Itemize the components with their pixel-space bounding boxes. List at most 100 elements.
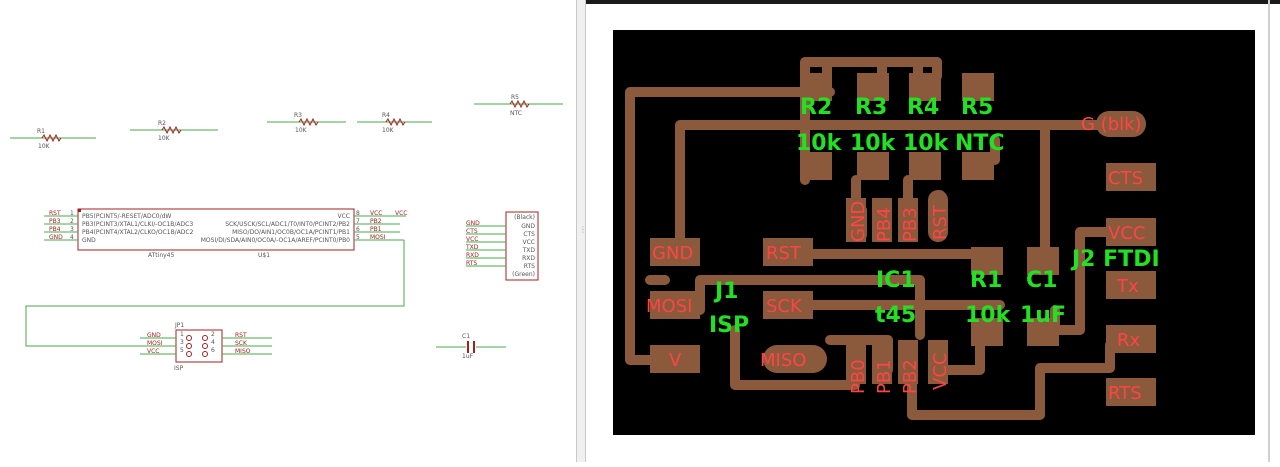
ic-pin-num: 7 bbox=[356, 218, 360, 225]
ic-pin-net: VCC bbox=[370, 210, 382, 217]
ic-pin-net: PB3 bbox=[49, 218, 61, 225]
copper-pads bbox=[650, 73, 1156, 406]
label-tx: Tx bbox=[1116, 276, 1139, 297]
ftdi-pin-label: RXD bbox=[522, 255, 535, 262]
ic-pin-net: RST bbox=[49, 210, 61, 217]
label-vcc: VCC bbox=[1108, 223, 1145, 244]
resistor-value: NTC bbox=[510, 110, 522, 117]
label-pin-pb3: PB3 bbox=[900, 207, 921, 242]
ic-pin-net: PB1 bbox=[370, 226, 382, 233]
label-isp: ISP bbox=[709, 313, 749, 338]
ic-pin-num: 2 bbox=[70, 218, 74, 225]
ic-pin-num: 6 bbox=[356, 226, 360, 233]
isp-name: ISP bbox=[174, 365, 184, 372]
board-panel[interactable]: R2 R3 R4 R5 10k 10k 10k NTC IC1 t45 R1 1… bbox=[586, 0, 1280, 462]
ic-pin-func: PB5(PCINT5/-RESET/ADC0/dW bbox=[82, 213, 171, 220]
ic-pin-num: 8 bbox=[356, 210, 360, 217]
ic-pin-num: 5 bbox=[356, 234, 360, 241]
ftdi-pin-label: GND bbox=[521, 223, 535, 230]
ftdi-header[interactable]: GND CTS VCC TXD RXD RTS (Black) GND CTS … bbox=[465, 211, 539, 281]
ftdi-pin-label: TXD bbox=[522, 247, 536, 254]
label-rx: Rx bbox=[1117, 330, 1141, 351]
label-pin-vcc: VCC bbox=[930, 353, 951, 390]
ftdi-net: TXD bbox=[465, 244, 479, 251]
isp-net: VCC bbox=[147, 348, 159, 355]
label-rts: RTS bbox=[1108, 383, 1142, 404]
ftdi-footer: (Green) bbox=[512, 271, 535, 278]
ftdi-net: GND bbox=[466, 220, 480, 227]
label-r5: R5 bbox=[961, 95, 993, 120]
capacitor-c1[interactable]: C1 1uF bbox=[436, 333, 506, 360]
ftdi-net: RTS bbox=[466, 260, 477, 267]
schematic-panel[interactable]: R1 10K R2 10K R3 10K R4 10K R5 NTC RST P… bbox=[0, 0, 576, 462]
ic-pin-net: MOSI bbox=[370, 234, 386, 241]
silkscreen-green: R2 R3 R4 R5 10k 10k 10k NTC IC1 t45 R1 1… bbox=[709, 95, 1160, 338]
capacitor-ref: C1 bbox=[462, 333, 470, 340]
isp-pin-num: 3 bbox=[180, 339, 184, 346]
label-r2: R2 bbox=[800, 95, 832, 120]
ic-pin-func: MISO/DO/AIN1/OC0B/OC1A/PCINT1/PB1 bbox=[232, 229, 350, 236]
ftdi-net: VCC bbox=[466, 236, 478, 243]
label-r4: R4 bbox=[907, 95, 939, 120]
isp-net: RST bbox=[235, 332, 247, 339]
resistor-ref: R1 bbox=[37, 128, 45, 135]
label-sck: SCK bbox=[766, 296, 803, 317]
label-g-blk: G (blk) bbox=[1081, 114, 1142, 135]
splitter-grip-icon: ⋮ bbox=[579, 225, 587, 234]
label-pin-pb0: PB0 bbox=[848, 359, 869, 394]
ftdi-pin-label: (Black) bbox=[514, 214, 535, 221]
isp-header[interactable]: GND MOSI VCC RST SCK MISO 1 2 3 4 5 6 JP… bbox=[140, 322, 272, 372]
label-cts: CTS bbox=[1108, 168, 1143, 189]
isp-net: SCK bbox=[235, 340, 248, 347]
label-pin-rst: RST bbox=[930, 204, 951, 240]
isp-pin-num: 1 bbox=[180, 331, 184, 338]
silkscreen-red: G (blk) CTS VCC Tx Rx RTS GND RST MOSI S… bbox=[646, 114, 1145, 404]
panel-splitter[interactable] bbox=[576, 0, 586, 462]
resistor-value: 10K bbox=[38, 143, 51, 150]
ic-pin-func: MOSI/DI/SDA/AIN0/OC0A/-OC1A/AREF/PCINT0/… bbox=[201, 237, 350, 244]
label-r2-value: 10k bbox=[796, 131, 843, 156]
isp-net: GND bbox=[147, 332, 161, 339]
label-j1: J1 bbox=[713, 279, 739, 304]
isp-pin-num: 5 bbox=[180, 347, 184, 354]
ftdi-pin-label: VCC bbox=[523, 239, 535, 246]
isp-net: MISO bbox=[235, 348, 251, 355]
label-r1-value: 10k bbox=[965, 303, 1012, 328]
ic-name: ATtiny45 bbox=[148, 252, 174, 259]
resistor-ref: R2 bbox=[158, 120, 166, 127]
isp-pin-num: 6 bbox=[211, 347, 215, 354]
label-pin-gnd: GND bbox=[848, 201, 869, 242]
ftdi-pin-label: CTS bbox=[523, 231, 535, 238]
resistor-ref: R5 bbox=[511, 94, 519, 101]
label-rst: RST bbox=[766, 243, 802, 264]
ftdi-pin-label: RTS bbox=[524, 263, 535, 270]
label-gnd: GND bbox=[652, 243, 693, 264]
label-r4-value: 10k bbox=[903, 131, 950, 156]
ic-pin-func: GND bbox=[82, 237, 96, 244]
label-pin-pb1: PB1 bbox=[874, 359, 895, 394]
isp-pin-num: 2 bbox=[211, 331, 215, 338]
label-miso: MISO bbox=[760, 350, 806, 371]
ic-pin-func: VCC bbox=[338, 213, 350, 220]
resistor-value: 10K bbox=[158, 135, 171, 142]
board-canvas[interactable]: R2 R3 R4 R5 10k 10k 10k NTC IC1 t45 R1 1… bbox=[586, 0, 1280, 462]
label-pin-pb4: PB4 bbox=[874, 207, 895, 242]
ic-pin-num: 4 bbox=[70, 234, 74, 241]
label-c1: C1 bbox=[1026, 268, 1057, 293]
schematic-canvas[interactable]: R1 10K R2 10K R3 10K R4 10K R5 NTC RST P… bbox=[0, 0, 576, 462]
isp-pin-num: 4 bbox=[211, 339, 215, 346]
label-j2-ftdi: J2 FTDI bbox=[1070, 247, 1160, 272]
isp-net: MOSI bbox=[147, 340, 163, 347]
board-window-edge bbox=[1268, 0, 1270, 462]
label-mosi: MOSI bbox=[646, 296, 692, 317]
isp-ref: JP1 bbox=[174, 322, 184, 329]
label-c1-value: 1uF bbox=[1020, 303, 1066, 328]
ic-pin-net: PB2 bbox=[370, 218, 382, 225]
ic-pin-func: PB3(PCINT3/XTAL1/CLKI/-OC1B/ADC3 bbox=[82, 221, 193, 228]
label-ic1: IC1 bbox=[876, 268, 916, 293]
ic-attiny45[interactable]: RST PB3 PB4 GND 1 2 3 4 PB5(PCINT5/-RESE… bbox=[44, 208, 407, 259]
ic-pin-func: SCK/USCK/SCL/ADC1/T0/INT0/PCINT2/PB2 bbox=[225, 221, 350, 228]
label-r1: R1 bbox=[970, 268, 1002, 293]
label-r3: R3 bbox=[855, 95, 887, 120]
ic-ref: U$1 bbox=[258, 252, 270, 259]
